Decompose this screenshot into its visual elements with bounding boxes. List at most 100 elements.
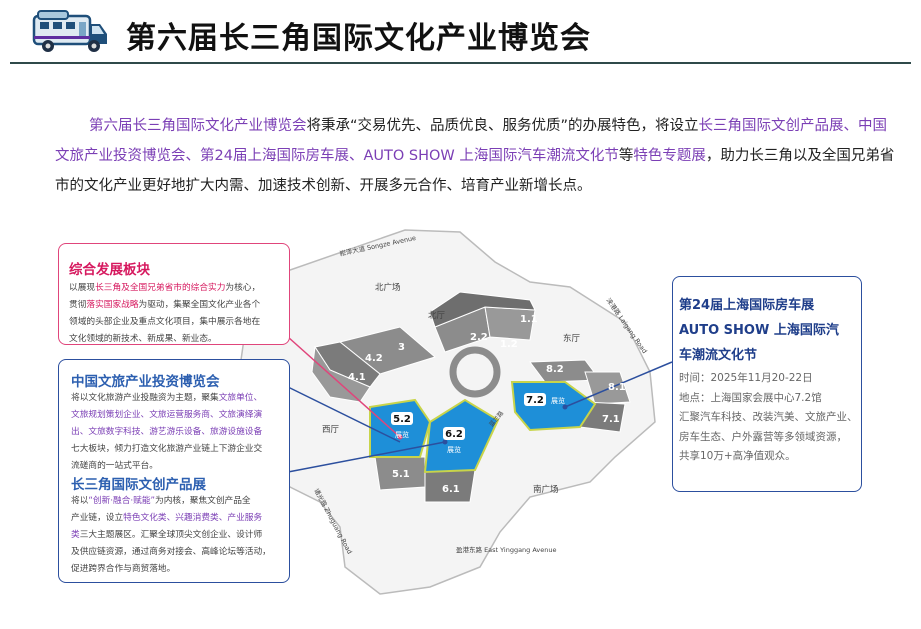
hall-label: 3	[398, 342, 405, 353]
intro-part: 第六届长三角国际文化产业博览会	[89, 118, 307, 134]
panel-line: 出、文旅数字科技、游艺游乐设备、旅游设施设备	[71, 424, 285, 441]
panel-general-body: 以展现长三角及全国兄弟省市的综合实力为核心，贯彻落实国家战略为驱动，集聚全国文化…	[69, 280, 285, 348]
panel-line: 流磋商的一站式平台。	[71, 458, 285, 475]
panel-creative-title: 长三角国际文创产品展	[71, 477, 206, 493]
panel-line: 七大板块，倾力打造文化旅游产业链上下游企业交	[71, 441, 285, 458]
rv-title-line: AUTO SHOW 上海国际汽	[679, 323, 839, 338]
panel-text-segment: 产业链，设立	[71, 513, 124, 523]
panel-text-segment: 为驱动，集聚全国文化产业各个	[138, 300, 261, 310]
panel-line: 及供应链资源，通过商务对接会、高峰论坛等活动，	[71, 544, 285, 561]
hall-8-1	[584, 371, 631, 405]
east-hall-label: 东厅	[563, 333, 581, 344]
panel-text-segment: “创新·融合·赋能”	[88, 496, 156, 506]
hall-label: 6.1	[442, 484, 460, 495]
active-hall-exhibit-label: 展览	[395, 430, 409, 439]
rv-body-line: 时间：2025年11月20-22日	[679, 372, 813, 384]
panel-text-segment: 领域的头部企业及重点文化项目，集中展示各地在	[69, 317, 261, 327]
leader-tourism	[287, 386, 401, 443]
panel-text-segment: 七大板块，倾力打造文化旅游产业链上下游企业交	[71, 444, 263, 454]
panel-general: 综合发展板块 以展现长三角及全国兄弟省市的综合实力为核心，贯彻落实国家战略为驱动…	[58, 243, 290, 345]
active-hall-badge	[524, 393, 546, 406]
hall-label: 4.2	[365, 353, 383, 364]
road-south-label: 盈港东路 East Yinggang Avenue	[456, 545, 557, 554]
panel-text-segment: 以展现	[69, 283, 96, 293]
leader-dot-general	[397, 434, 403, 440]
panel-text-segment: 长三角及全国兄弟省市的综合实力	[95, 283, 226, 293]
active-hall-exhibit-label: 展览	[447, 445, 461, 454]
panel-text-segment: 贯彻	[69, 300, 87, 310]
north-hall-label: 北厅	[428, 311, 446, 321]
panel-text-segment: 文化领域的新技术、新成果、新业态。	[69, 334, 217, 344]
panel-text-segment: 特色文化类、兴趣消费类、产业服务	[123, 513, 263, 523]
panel-text-segment: 及供应链资源，通过商务对接会、高峰论坛等活动，	[71, 547, 271, 557]
leader-dot-rv	[562, 404, 568, 410]
panel-text-segment: 文旅单位、	[218, 393, 263, 403]
panel-text-segment: 类	[71, 530, 80, 540]
active-hall-number: 5.2	[393, 414, 411, 425]
panel-creative-body: 将以“创新·融合·赋能”为内核，聚焦文创产品全产业链，设立特色文化类、兴趣消费类…	[71, 493, 285, 578]
south-plaza-label: 南广场	[533, 484, 559, 495]
leader-creative	[287, 441, 446, 473]
panel-line: 将以“创新·融合·赋能”为内核，聚焦文创产品全	[71, 493, 285, 510]
panel-tourism-body: 将以文化旅游产业投融资为主题，聚集文旅单位、文旅规划策划企业、文旅运营服务商、文…	[71, 390, 285, 475]
panel-text-segment: 文旅规划策划企业、文旅运营服务商、文旅演绎演	[71, 410, 263, 420]
panel-tourism-title: 中国文旅产业投资博览会	[71, 374, 220, 390]
panel-line: 产业链，设立特色文化类、兴趣消费类、产业服务	[71, 510, 285, 527]
panel-line: 文化领域的新技术、新成果、新业态。	[69, 331, 285, 348]
intro-part: ，助力长三角以及全国兄弟省市的文化产业更好地扩大内需、加速技术创新、开展多元合作…	[55, 148, 895, 194]
panel-line: 贯彻落实国家战略为驱动，集聚全国文化产业各个	[69, 297, 285, 314]
panel-line: 以展现长三角及全国兄弟省市的综合实力为核心，	[69, 280, 285, 297]
header-divider	[10, 62, 911, 64]
panel-line: 文旅规划策划企业、文旅运营服务商、文旅演绎演	[71, 407, 285, 424]
panel-tourism-creative: 中国文旅产业投资博览会 将以文化旅游产业投融资为主题，聚集文旅单位、文旅规划策划…	[58, 359, 290, 583]
leader-general	[287, 336, 401, 438]
panel-line: 领域的头部企业及重点文化项目，集中展示各地在	[69, 314, 285, 331]
panel-rv-body: 时间：2025年11月20-22日地点：上海国家会展中心7.2馆汇聚汽车科技、改…	[679, 369, 861, 467]
intro-part: 长三角国际文创产品展、中国文旅产业投资博览会、第24届上海国际房车展、AUTO …	[55, 118, 888, 164]
rv-body-line: 房车生态、户外露营等多领域资源，	[679, 430, 847, 443]
north-plaza-label: 北广场	[375, 282, 401, 293]
hall-label: 7.1	[602, 414, 620, 425]
leader-dot-creative	[442, 439, 448, 445]
panel-text-segment: 三大主题展区。汇聚全球顶尖文创企业、设计师	[79, 530, 263, 540]
active-hall-badge	[391, 412, 413, 425]
center-ring	[449, 346, 501, 398]
panel-rv: 第24届上海国际房车展 AUTO SHOW 上海国际汽车潮流文化节 时间：2025…	[672, 276, 862, 492]
rv-title-line: 第24届上海国际房车展	[679, 298, 815, 313]
intro-part: 特色专题展	[633, 148, 706, 164]
leader-rv	[564, 361, 673, 408]
panel-line: 将以文化旅游产业投融资为主题，聚集文旅单位、	[71, 390, 285, 407]
intro-part: 将秉承“交易优先、品质优良、服务优质”的办展特色，将设立	[306, 118, 699, 134]
active-hall-badge	[443, 427, 465, 440]
active-hall-exhibit-label: 展览	[551, 396, 565, 405]
panel-text-segment: 将以文化旅游产业投融资为主题，聚集	[71, 393, 219, 403]
panel-line: 类三大主题展区。汇聚全球顶尖文创企业、设计师	[71, 527, 285, 544]
hall-label: 8.2	[546, 364, 564, 375]
panel-line: 促进跨界合作与商贸落地。	[71, 561, 285, 578]
panel-text-segment: 流磋商的一站式平台。	[71, 461, 158, 471]
panel-text-segment: 落实国家战略	[86, 300, 139, 310]
page-header: 第六届长三角国际文化产业博览会	[0, 0, 921, 64]
hall-label: 4.1	[348, 372, 366, 383]
active-hall-number: 7.2	[526, 395, 544, 406]
intro-paragraph: 第六届长三角国际文化产业博览会将秉承“交易优先、品质优良、服务优质”的办展特色，…	[55, 111, 895, 201]
hall-label: 1.2	[500, 339, 518, 350]
hall-label: 5.1	[392, 469, 410, 480]
panel-text-segment: 将以	[71, 496, 89, 506]
west-hall-label: 西厅	[322, 425, 340, 435]
panel-general-title: 综合发展板块	[69, 262, 150, 278]
intro-part: 等	[618, 148, 634, 164]
rv-camper-logo-icon	[32, 10, 107, 52]
panel-text-segment: 为核心，	[225, 283, 261, 293]
rv-body-line: 地点：上海国家会展中心7.2馆	[679, 391, 822, 404]
active-hall-number: 6.2	[445, 429, 463, 440]
hall-label: 8.1	[608, 382, 626, 393]
hall-label: 1.1	[520, 314, 538, 325]
panel-text-segment: 促进跨界合作与商贸落地。	[71, 564, 176, 574]
page-title: 第六届长三角国际文化产业博览会	[126, 21, 591, 56]
rv-title-line: 车潮流文化节	[679, 348, 758, 363]
hall-label: 2.2	[470, 332, 488, 343]
hall-5-2-active	[369, 398, 432, 458]
panel-text-segment: 出、文旅数字科技、游艺游乐设备、旅游设施设备	[71, 427, 263, 437]
